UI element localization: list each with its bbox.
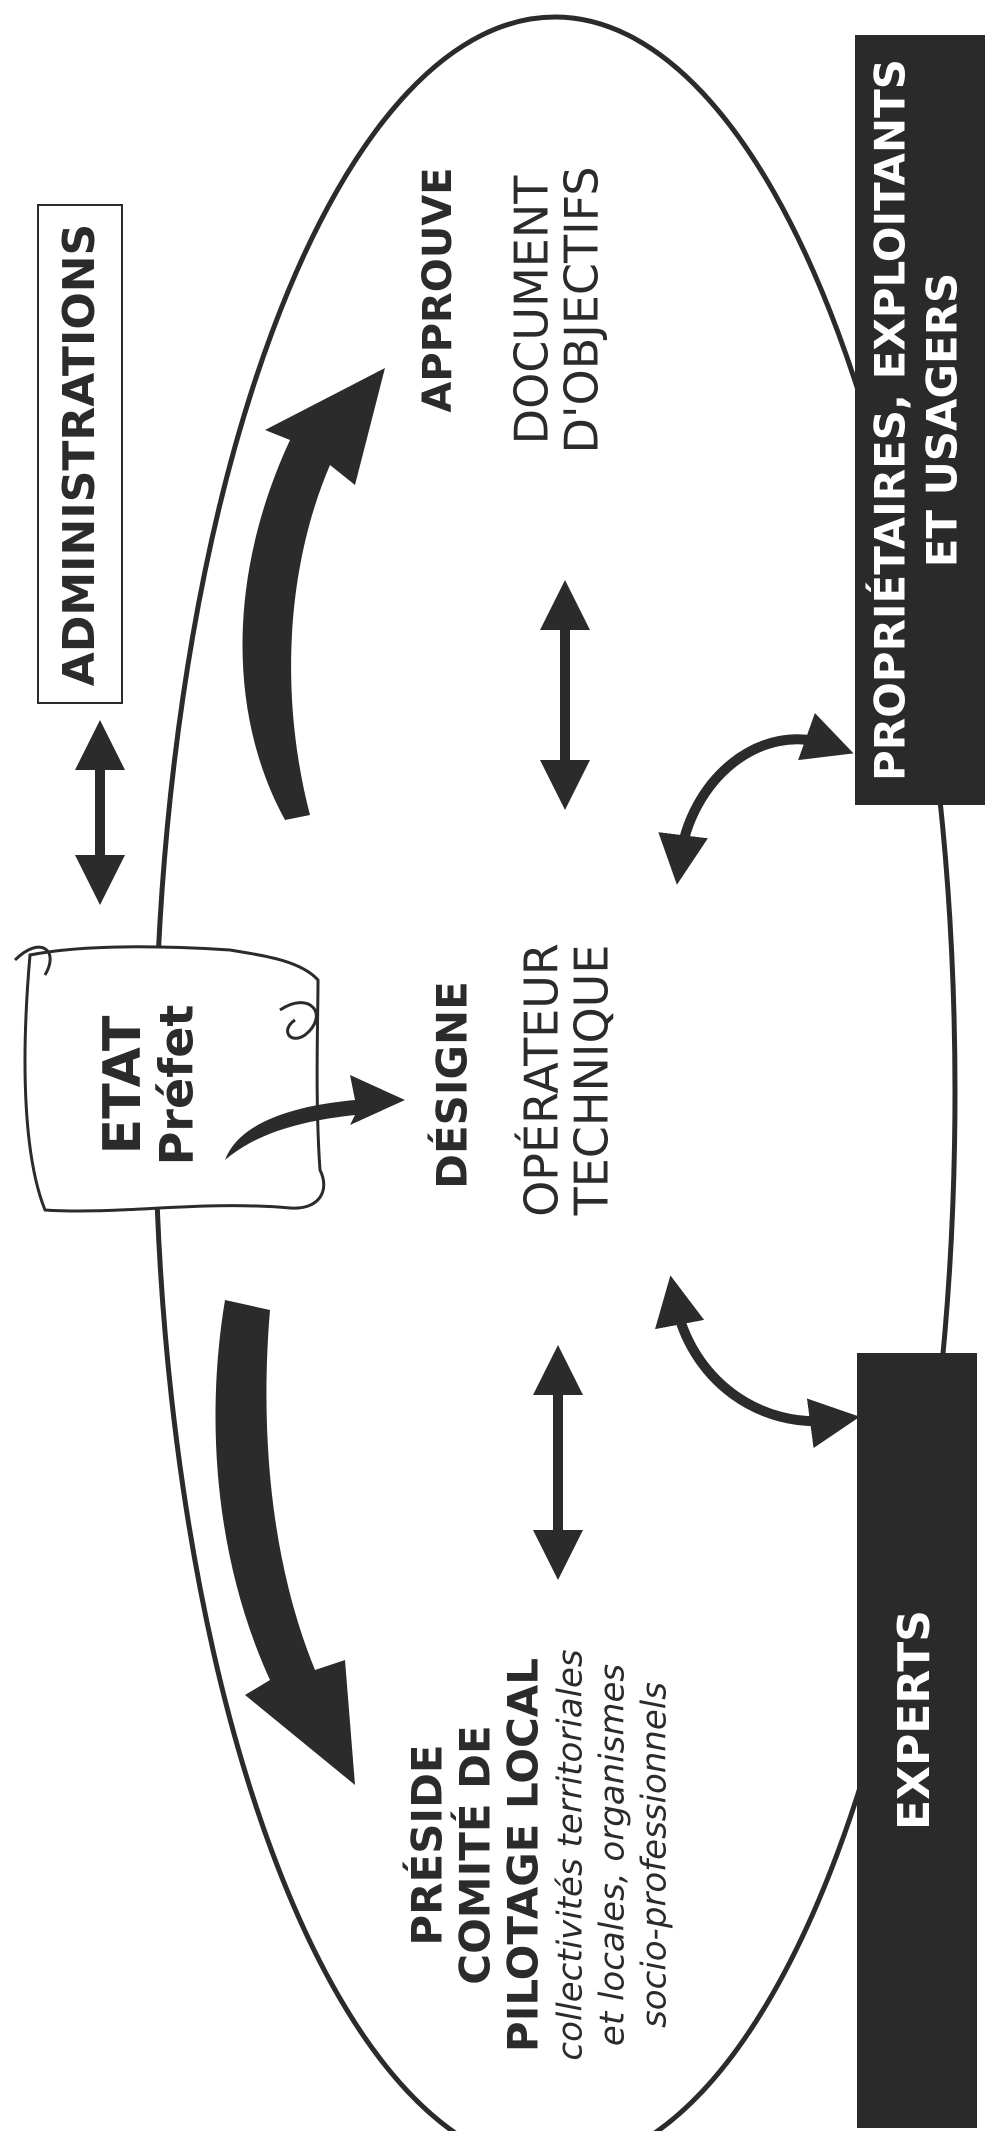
approuve-curved-arrow bbox=[242, 368, 385, 820]
operateur-label-1: OPÉRATEUR bbox=[515, 943, 569, 1217]
designe-arrow bbox=[225, 1075, 405, 1160]
experts-box: EXPERTS bbox=[857, 1353, 977, 2128]
etat-scroll: ETAT Préfet bbox=[13, 945, 326, 1213]
document-label-2: D'OBJECTIFS bbox=[555, 166, 609, 453]
comite-pilotage: PRÉSIDE COMITÉ DE PILOTAGE LOCAL collect… bbox=[402, 1649, 675, 2060]
approuve-label: APPROUVE bbox=[415, 167, 461, 412]
proprietaires-box: PROPRIÉTAIRES, EXPLOITANTS ET USAGERS bbox=[855, 35, 985, 805]
operateur-proprietaires-arrow bbox=[658, 713, 854, 885]
comite-label-1: COMITÉ DE bbox=[450, 1725, 500, 1984]
experts-label: EXPERTS bbox=[889, 1610, 940, 1830]
comite-label-2: PILOTAGE LOCAL bbox=[499, 1658, 548, 2052]
administrations-label: ADMINISTRATIONS bbox=[54, 224, 105, 686]
comite-detail-2: et locales, organismes bbox=[593, 1664, 633, 2046]
prefet-label: Préfet bbox=[150, 1005, 204, 1166]
comite-detail-1: collectivités territoriales bbox=[551, 1649, 591, 2060]
proprietaires-label-2: ET USAGERS bbox=[918, 273, 967, 568]
proprietaires-label-1: PROPRIÉTAIRES, EXPLOITANTS bbox=[865, 59, 915, 781]
operateur-label-2: TECHNIQUE bbox=[565, 945, 619, 1217]
comite-detail-3: socio-professionnels bbox=[635, 1682, 675, 2028]
operateur-experts-arrow bbox=[655, 1275, 860, 1449]
preside-label: PRÉSIDE bbox=[402, 1744, 452, 1945]
etat-label: ETAT bbox=[93, 1015, 153, 1154]
document-objectifs: DOCUMENT D'OBJECTIFS bbox=[505, 166, 609, 453]
preside-curved-arrow bbox=[215, 1300, 355, 1785]
designe-label: DÉSIGNE bbox=[427, 981, 477, 1189]
administrations-box: ADMINISTRATIONS bbox=[37, 204, 123, 704]
operateur-technique: OPÉRATEUR TECHNIQUE bbox=[515, 943, 619, 1217]
document-label-1: DOCUMENT bbox=[505, 175, 559, 445]
